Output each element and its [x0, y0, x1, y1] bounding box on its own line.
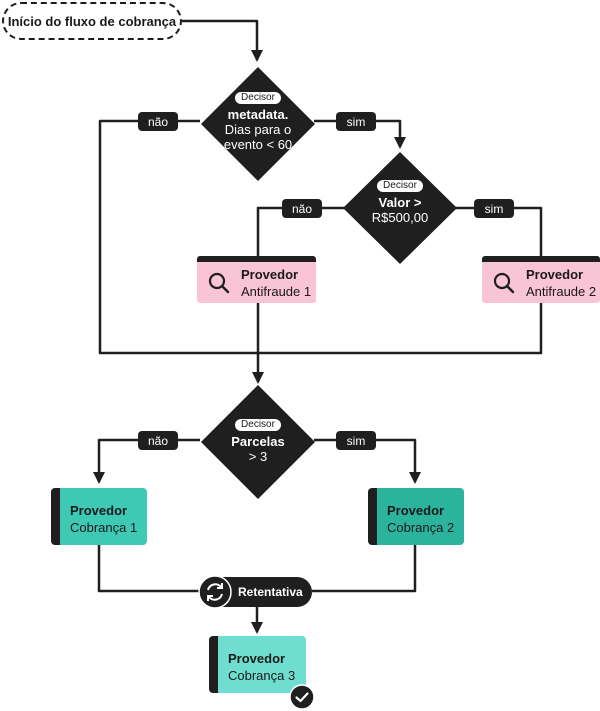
billing-provider-3: Provedor Cobrança 3 [209, 636, 306, 693]
check-circle-icon [289, 684, 315, 710]
decision-text: evento < 60 [223, 137, 293, 152]
decision-metadata-shape [201, 67, 315, 181]
decision-parcelas-shape [201, 385, 315, 499]
provider-title: Provedor [228, 651, 286, 666]
billing-provider-2: Provedor Cobrança 2 [368, 488, 464, 545]
decision-parcelas: Decisor Parcelas > 3 [218, 419, 298, 464]
provider-title: Provedor [387, 503, 445, 518]
retry-label: Retentativa [238, 585, 303, 599]
branch-yes-tag: sim [336, 431, 376, 450]
provider-title: Provedor [526, 266, 584, 282]
connector-billing1-retry [97, 545, 205, 593]
retry-node: Retentativa [198, 575, 312, 609]
billing-provider-1: Provedor Cobrança 1 [51, 488, 147, 545]
branch-no-tag: não [138, 431, 178, 450]
branch-no-tag: não [138, 112, 178, 131]
decision-title: metadata. [227, 107, 289, 122]
provider-title: Provedor [70, 503, 128, 518]
provider-subtitle: Antifraude 1 [241, 283, 312, 299]
refresh-icon [198, 575, 232, 609]
provider-subtitle: Cobrança 3 [228, 668, 296, 683]
connector-billing2-retry [312, 545, 417, 593]
decision-text: R$500,00 [371, 210, 429, 225]
provider-subtitle: Cobrança 2 [387, 520, 455, 535]
antifraud-provider-1: Provedor Antifraude 1 [197, 256, 316, 303]
decision-text: > 3 [248, 449, 268, 464]
antifraud-provider-2: Provedor Antifraude 2 [482, 256, 600, 303]
decision-pill: Decisor [377, 180, 423, 192]
search-icon [493, 272, 515, 293]
provider-subtitle: Cobrança 1 [70, 520, 138, 535]
start-label: Início do fluxo de cobrança [7, 13, 177, 29]
connector-start-to-metadata [182, 19, 263, 62]
provider-title: Provedor [241, 266, 299, 282]
decision-text: Dias para o [224, 122, 292, 137]
decision-metadata: Decisor metadata. Dias para o evento < 6… [213, 92, 303, 152]
search-icon [208, 272, 230, 293]
branch-yes-tag: sim [336, 112, 376, 131]
decision-pill: Decisor [235, 92, 281, 104]
decision-valor: Decisor Valor > R$500,00 [360, 180, 440, 225]
decision-pill: Decisor [235, 419, 281, 431]
decision-title: Parcelas [231, 434, 285, 449]
branch-no-tag: não [282, 199, 322, 218]
connector-antifraud2-merge [257, 302, 543, 355]
decision-valor-shape [343, 152, 457, 264]
decision-title: Valor > [378, 195, 422, 210]
provider-subtitle: Antifraude 2 [526, 283, 597, 299]
branch-yes-tag: sim [474, 199, 514, 218]
start-node: Início do fluxo de cobrança [2, 2, 182, 40]
